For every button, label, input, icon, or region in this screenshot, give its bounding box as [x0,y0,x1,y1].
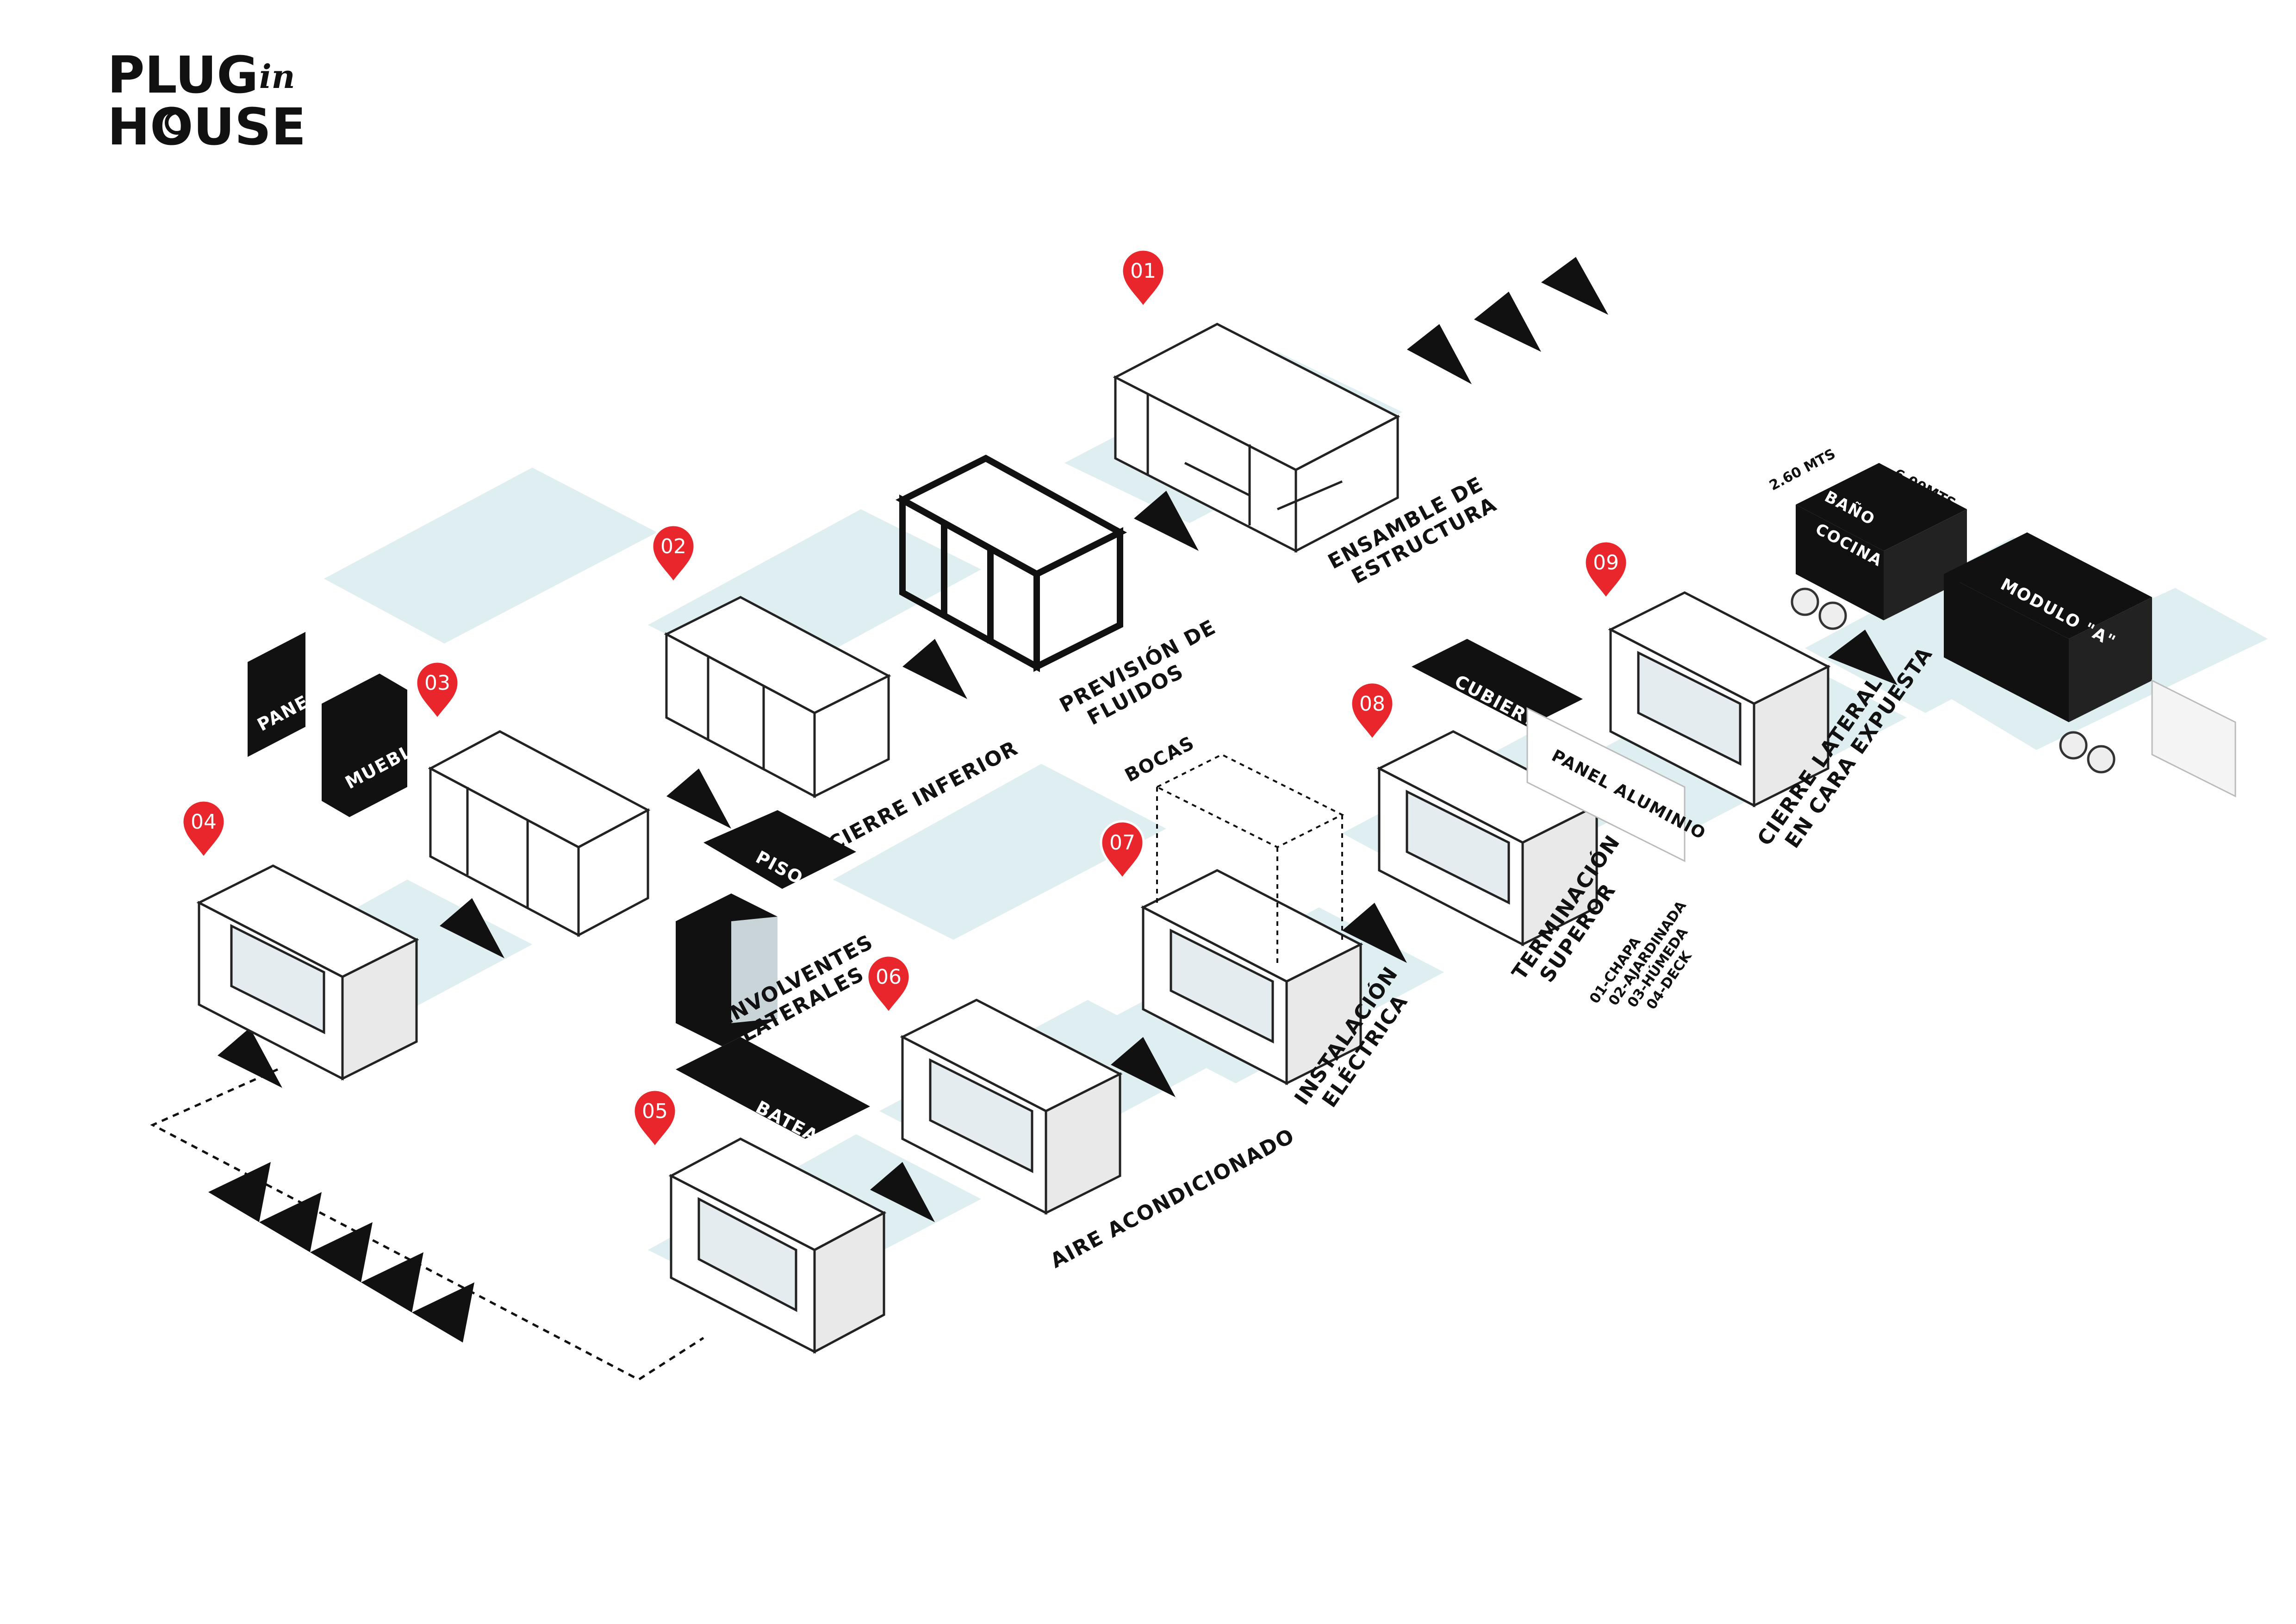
flow-arrow-icon [1474,292,1541,352]
flow-arrow-icon [361,1252,423,1312]
module-04-enclosed [196,864,419,1081]
pin-marker-icon [1350,681,1395,742]
pin-number: 07 [1109,831,1135,855]
pin-number: 04 [191,810,217,834]
flow-arrow-icon [902,639,967,699]
pin-marker-icon [1100,820,1145,881]
module-02-fluids [895,455,1127,672]
bocas-grid [1155,753,1344,968]
module-08 [1376,730,1599,947]
step-pin-01: 01 [1120,248,1166,309]
flow-arrow-icon [259,1192,322,1252]
flow-arrow-icon [870,1162,935,1222]
pin-number: 06 [876,965,902,989]
module-01-frame [1113,323,1400,553]
flow-arrow-icon [218,1028,282,1088]
pin-marker-icon [181,799,226,860]
module-04-frame [428,730,651,937]
flow-arrow-icon [440,898,504,958]
pin-number: 05 [642,1099,668,1123]
pin-number: 08 [1359,692,1385,716]
module-07 [1140,869,1363,1086]
flow-arrow-icon [1134,491,1199,551]
flow-arrow-icon [666,768,731,829]
flow-arrow-icon [310,1222,373,1282]
panel-part: PANEL [248,632,323,757]
return-path [150,1068,704,1381]
module-06 [900,999,1123,1215]
step-02-label: PREVISIÓN DE FLUIDOS [1055,614,1220,730]
pin-number: 02 [660,535,686,558]
pin-marker-icon [1120,248,1166,309]
step-pin-05: 05 [632,1088,678,1149]
batea-part: BATEA [676,1037,870,1147]
flow-arrow-icon [1407,324,1472,384]
pin-marker-icon [415,660,460,721]
truck-bano-top [1796,463,1967,551]
logo-house-icon [165,111,189,135]
module-03-frame [664,596,891,799]
flow-arrow-icon [1828,630,1898,685]
flow-arrowheads [208,257,1898,1343]
step-pin-02: 02 [651,524,696,585]
step-pin-03: 03 [415,660,460,721]
logo-in: in [259,57,295,96]
step-pin-04: 04 [181,799,226,860]
pin-number: 03 [424,671,450,695]
step-pins: 01 02 03 04 05 06 07 08 09 [181,248,1629,1149]
flow-arrow-icon [412,1282,474,1343]
logo-line-1: PLUG [107,45,258,105]
pin-marker-icon [866,954,911,1015]
flow-arrow-icon [1342,903,1407,963]
module-09 [1608,591,1831,808]
step-pin-09: 09 [1583,540,1629,601]
step-pin-08: 08 [1350,681,1395,742]
pin-marker-icon [1583,540,1629,601]
truck-module-a-top [1944,532,2152,639]
step-pin-07: 07 [1100,820,1145,881]
flow-arrow-icon [1111,1037,1176,1097]
step-pin-06: 06 [866,954,911,1015]
pin-marker-icon [632,1088,678,1149]
pin-number: 01 [1130,259,1156,283]
envolvente-part [676,893,778,1046]
bocas-label: BOCAS [1121,732,1198,786]
pin-number: 09 [1593,551,1619,575]
truck-dim-height: 2.60 MTS [1767,446,1838,494]
plug-in-house-logo: PLUG in HOUSE [107,45,306,156]
truck-cab [2151,679,2236,798]
flow-arrow-icon [208,1162,271,1222]
logo-line-2: HOUSE [107,97,306,156]
mueble-part: MUEBLE [322,674,427,817]
flow-arrow-icon [1541,257,1608,315]
truck: BAÑO COCINA MODULO "A" 2.60 MTS 6.00MTS … [1767,446,2236,798]
truck-bano-side [1796,505,1884,620]
modules [196,323,1831,1354]
module-05 [668,1137,887,1354]
pin-marker-icon [651,524,696,585]
